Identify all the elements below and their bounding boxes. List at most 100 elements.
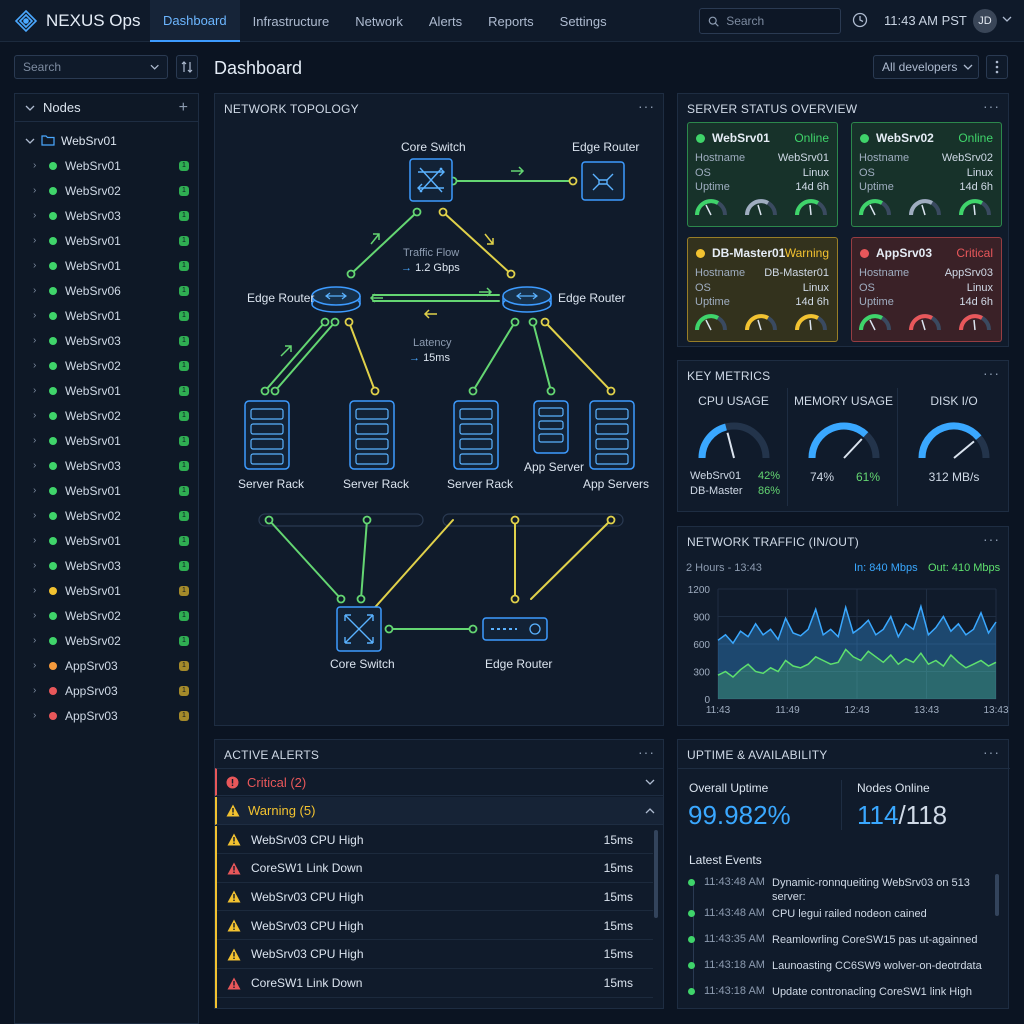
mini-gauge: [695, 314, 727, 331]
page-menu-button[interactable]: [986, 55, 1008, 79]
alerts-scrollbar[interactable]: [654, 830, 658, 918]
edge-router-icon[interactable]: [581, 161, 625, 201]
server-os-label: OS: [859, 167, 875, 179]
sort-button[interactable]: [176, 55, 198, 79]
more-icon[interactable]: ···: [983, 531, 1000, 547]
more-icon[interactable]: ···: [638, 98, 655, 114]
server-rack-icon[interactable]: [349, 400, 395, 470]
tab-network[interactable]: Network: [355, 13, 403, 29]
app-server-icon[interactable]: [533, 400, 569, 454]
server-rack-icon[interactable]: [453, 400, 499, 470]
chevron-right-icon: ›: [33, 535, 37, 546]
node-search-input[interactable]: [23, 60, 150, 74]
more-icon[interactable]: ···: [983, 98, 1000, 114]
server-name: DB-Master01: [712, 246, 786, 260]
series-line-out: [717, 648, 997, 678]
tab-alerts[interactable]: Alerts: [428, 13, 463, 29]
chevron-down-icon[interactable]: [1002, 15, 1012, 23]
status-dot: [49, 611, 57, 620]
server-hostname-label: Hostname: [695, 152, 746, 164]
app-logo[interactable]: NEXUS Ops: [14, 9, 140, 33]
y-tick-label: 300: [693, 668, 710, 679]
add-node-icon[interactable]: +: [178, 98, 188, 116]
critical-group[interactable]: Critical (2): [215, 768, 663, 796]
x-tick-label: 12:43: [844, 705, 869, 716]
top-bar: NEXUS Ops Dashboard Infrastructure Netwo…: [0, 0, 1024, 42]
node-search[interactable]: [14, 55, 168, 79]
developer-filter-select[interactable]: All developers: [873, 55, 979, 79]
router-left-icon[interactable]: [311, 286, 361, 313]
mini-gauge: [959, 314, 991, 331]
user-avatar[interactable]: JD: [973, 9, 997, 33]
chevron-down-icon[interactable]: [25, 104, 35, 112]
events-scrollbar[interactable]: [995, 874, 999, 916]
status-badge: 1: [179, 310, 189, 321]
app-servers-icon[interactable]: [589, 400, 635, 470]
tab-infrastructure[interactable]: Infrastructure: [252, 13, 330, 29]
server-rack-icon[interactable]: [244, 400, 290, 470]
alert-text: CoreSW1 Link Down: [251, 861, 363, 876]
status-badge: 1: [179, 285, 189, 296]
mini-gauge: [859, 199, 891, 216]
core-switch-icon[interactable]: [409, 158, 453, 202]
global-search[interactable]: [699, 8, 841, 34]
tab-dashboard[interactable]: Dashboard: [150, 0, 240, 42]
server-os-value: Linux: [966, 167, 993, 179]
edge-router-lower-icon[interactable]: [482, 617, 548, 641]
global-search-input[interactable]: [726, 14, 840, 28]
tab-settings[interactable]: Settings: [559, 13, 607, 29]
tab-reports[interactable]: Reports: [488, 13, 534, 29]
core-switch-lower-icon[interactable]: [336, 606, 382, 652]
label-edge-router-right: Edge Router: [558, 291, 626, 305]
warning-group[interactable]: Warning (5): [215, 797, 663, 825]
more-icon[interactable]: ···: [983, 365, 1000, 381]
tree-root[interactable]: WebSrv01: [15, 128, 198, 153]
main-nav: Dashboard Infrastructure Network Alerts …: [150, 0, 620, 42]
status-badge: 1: [179, 685, 189, 696]
more-icon[interactable]: ···: [638, 744, 655, 760]
status-badge: 1: [179, 660, 189, 671]
server-hostname-value: WebSrv01: [777, 152, 829, 164]
more-icon[interactable]: ···: [983, 744, 1000, 760]
status-dot: [49, 361, 57, 370]
router-right-icon[interactable]: [502, 286, 552, 313]
